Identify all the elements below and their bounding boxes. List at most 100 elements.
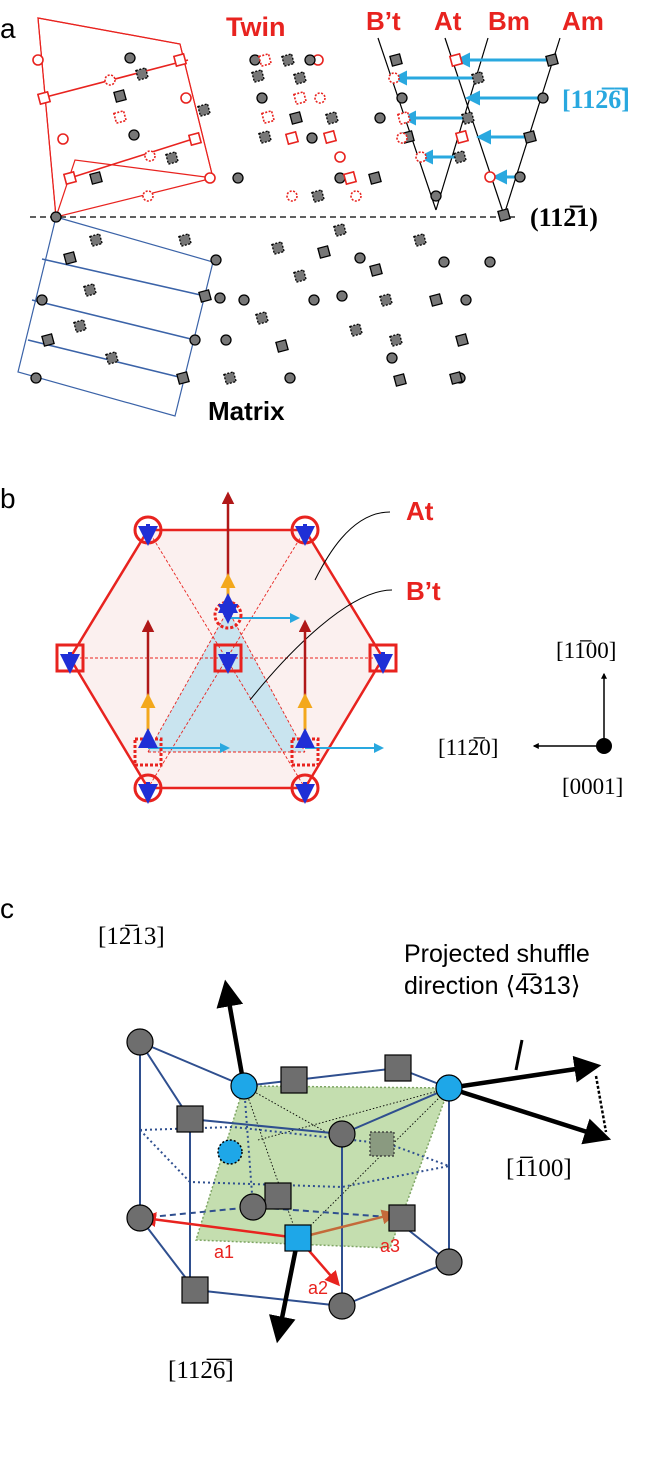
matrix-atom-b [176, 371, 190, 385]
hcp-atom-circle [126, 1028, 154, 1056]
panel-c-atoms [126, 1028, 463, 1320]
hcp-atom-circle [328, 1120, 356, 1148]
twin-atom-b-below [292, 90, 308, 106]
matrix-atom-b [389, 53, 403, 67]
hcp-atom-square [181, 1276, 209, 1304]
twin-cell-box [37, 17, 214, 218]
matrix-atom-b-below [333, 223, 347, 237]
hcp-atom-circle [126, 1204, 154, 1232]
matrix-atom-b-below [105, 351, 119, 365]
hcp-atom-circle [435, 1248, 463, 1276]
axis-out-dot [596, 738, 612, 754]
matrix-atom-b [449, 371, 463, 385]
twin-atom-b [284, 130, 300, 146]
panel-c-letter: c [0, 893, 14, 924]
matrix-atom-b-below [379, 293, 393, 307]
twin-atom-a-below [350, 190, 362, 202]
b-prime-t-triangle [148, 610, 305, 752]
twin-atom-a [57, 133, 69, 145]
v-line [377, 37, 437, 211]
matrix-atom-a [336, 290, 348, 302]
matrix-atom-a [537, 92, 549, 104]
shuffle-label-line2: direction ⟨4̅313⟩ [404, 972, 581, 1000]
matrix-atom-a [514, 171, 526, 183]
b-at-label: At [406, 496, 434, 526]
matrix-atom-b-below [223, 371, 237, 385]
b-m-label: Bm [488, 6, 530, 36]
a2-label: a2 [308, 1278, 328, 1298]
matrix-atom-b-below [453, 150, 467, 164]
twin-atom-a [334, 151, 346, 163]
projection-dotted-line [594, 1075, 608, 1133]
matrix-atom-b-below [255, 311, 269, 325]
shuffle-atom-circle [230, 1072, 258, 1100]
twin-atom-b [448, 52, 464, 68]
twin-atom-a [204, 172, 216, 184]
matrix-atom-a [354, 252, 366, 264]
matrix-atom-b-below [251, 69, 265, 83]
matrix-atom-a [50, 211, 62, 223]
twin-atom-a-below [142, 190, 154, 202]
matrix-cell-box [17, 216, 214, 417]
callout-line-at [314, 511, 391, 581]
a-t-label: At [434, 6, 462, 36]
matrix-atom-b-below [165, 151, 179, 165]
matrix-atom-a [214, 292, 226, 304]
matrix-atom-b-below [83, 283, 97, 297]
hcp-mid-layer [137, 1085, 453, 1208]
twin-atom-a [484, 171, 496, 183]
matrix-atom-a [308, 294, 320, 306]
v-line [435, 37, 489, 211]
panel-b-atoms [55, 515, 398, 804]
twin-cell-line [69, 137, 197, 179]
matrix-atom-b [523, 130, 537, 144]
dir-right-label: [1̅100] [506, 1155, 572, 1182]
matrix-atom-b [545, 53, 559, 67]
dir-top-label: [12̅13] [98, 923, 165, 950]
matrix-atom-b-below [197, 103, 211, 117]
twin-atom-b [36, 90, 52, 106]
panel-a-letter: a [0, 13, 16, 44]
matrix-atom-a [460, 294, 472, 306]
matrix-atom-b [393, 373, 407, 387]
b-prime-t-label: B’t [366, 6, 401, 36]
matrix-atom-a [306, 132, 318, 144]
twin-atom-b-below [257, 52, 273, 68]
matrix-atom-a [232, 172, 244, 184]
matrix-atom-b [41, 333, 55, 347]
shuffle-callout-line [514, 1039, 524, 1071]
matrix-atom-b-below [325, 111, 339, 125]
dir-arrow-shuffle [448, 1055, 602, 1091]
hcp-atom-square-hidden [369, 1131, 395, 1157]
twin-atom-b [62, 170, 78, 186]
matrix-atom-b [113, 89, 127, 103]
matrix-atom-b-below [89, 233, 103, 247]
twin-atom-a [32, 54, 44, 66]
panel-b: b At B’t [0, 483, 623, 804]
matrix-atom-a [256, 92, 268, 104]
twin-atom-a-below [396, 132, 408, 144]
dir-arrow-right [448, 1085, 612, 1145]
dir-arrow-top [216, 979, 247, 1087]
axis-up-label: [11̅00] [556, 638, 616, 663]
hcp-atom-circle [328, 1292, 356, 1320]
matrix-atom-b-below [258, 130, 272, 144]
twin-atom-a-below [388, 72, 400, 84]
matrix-atom-b [89, 171, 103, 185]
matrix-cell-line [27, 339, 184, 379]
twin-cell-outline [37, 17, 214, 218]
matrix-atom-a [396, 92, 408, 104]
shuffle-atom-square [284, 1224, 312, 1252]
matrix-atom-b-below [293, 71, 307, 85]
matrix-atom-b-below [413, 233, 427, 247]
matrix-atom-a [304, 54, 316, 66]
hcp-atom-square [264, 1182, 292, 1210]
matrix-atom-b [289, 111, 303, 125]
panel-c: c [0, 893, 612, 1384]
twin-atom-a-below [415, 151, 427, 163]
twin-label: Twin [226, 12, 285, 42]
a1-label: a1 [214, 1242, 234, 1262]
b-bt-label: B’t [406, 576, 441, 606]
shuffle-atom-circle [435, 1074, 463, 1102]
